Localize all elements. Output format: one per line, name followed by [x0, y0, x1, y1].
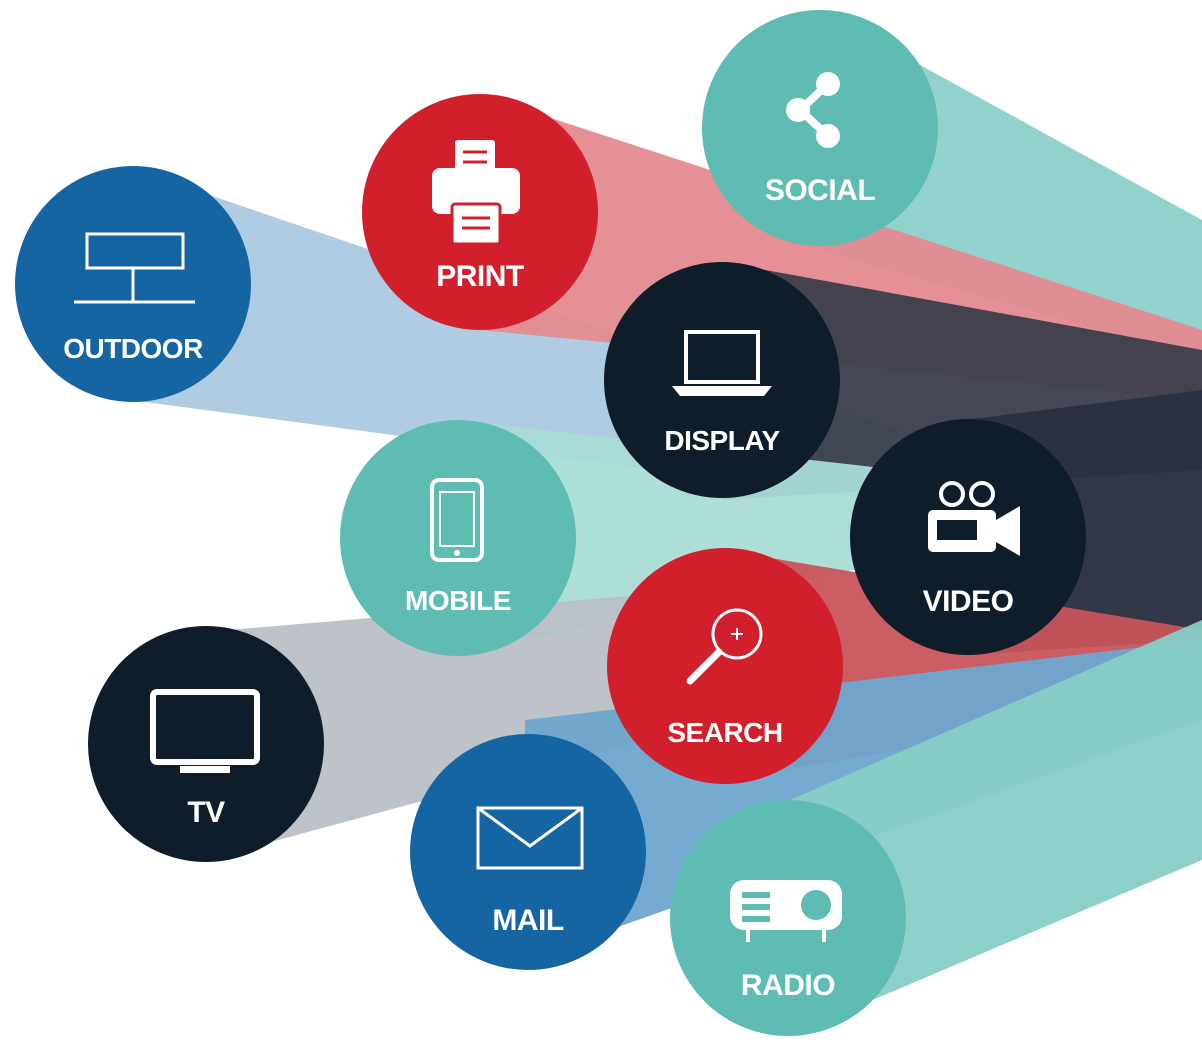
- node-radio: RADIO: [670, 800, 906, 1036]
- label-social: SOCIAL: [765, 174, 876, 207]
- node-outdoor: OUTDOOR: [15, 166, 251, 402]
- laptop-icon: [672, 330, 772, 396]
- television-icon: [150, 689, 260, 773]
- label-outdoor: OUTDOOR: [63, 333, 203, 364]
- billboard-icon: [74, 232, 195, 304]
- label-display: DISPLAY: [664, 425, 780, 456]
- beam-mobile: [455, 420, 900, 655]
- label-print: PRINT: [436, 260, 524, 293]
- video-camera-icon: [928, 481, 1020, 556]
- node-mobile: MOBILE: [340, 420, 576, 656]
- circle-mobile: [340, 420, 576, 656]
- label-mobile: MOBILE: [405, 585, 511, 616]
- magnifier-icon: [686, 608, 763, 685]
- node-mail: MAIL: [410, 734, 646, 970]
- node-tv: TV: [88, 626, 324, 862]
- projector-radio-icon: [730, 880, 842, 942]
- label-mail: MAIL: [492, 904, 563, 937]
- label-radio: RADIO: [741, 969, 835, 1002]
- circle-mail: [410, 734, 646, 970]
- circle-search: [607, 548, 843, 784]
- circle-tv: [88, 626, 324, 862]
- smartphone-icon: [430, 478, 484, 562]
- node-social: SOCIAL: [702, 10, 938, 246]
- node-display: DISPLAY: [604, 262, 840, 498]
- beam-tv: [205, 590, 720, 860]
- envelope-icon: [476, 806, 584, 870]
- label-search: SEARCH: [667, 717, 782, 748]
- node-search: SEARCH: [607, 548, 843, 784]
- label-video: VIDEO: [923, 585, 1014, 618]
- printer-icon: [432, 140, 520, 246]
- label-tv: TV: [187, 796, 225, 829]
- node-print: PRINT: [362, 94, 598, 330]
- node-video: VIDEO: [850, 419, 1086, 655]
- share-icon: [786, 72, 840, 148]
